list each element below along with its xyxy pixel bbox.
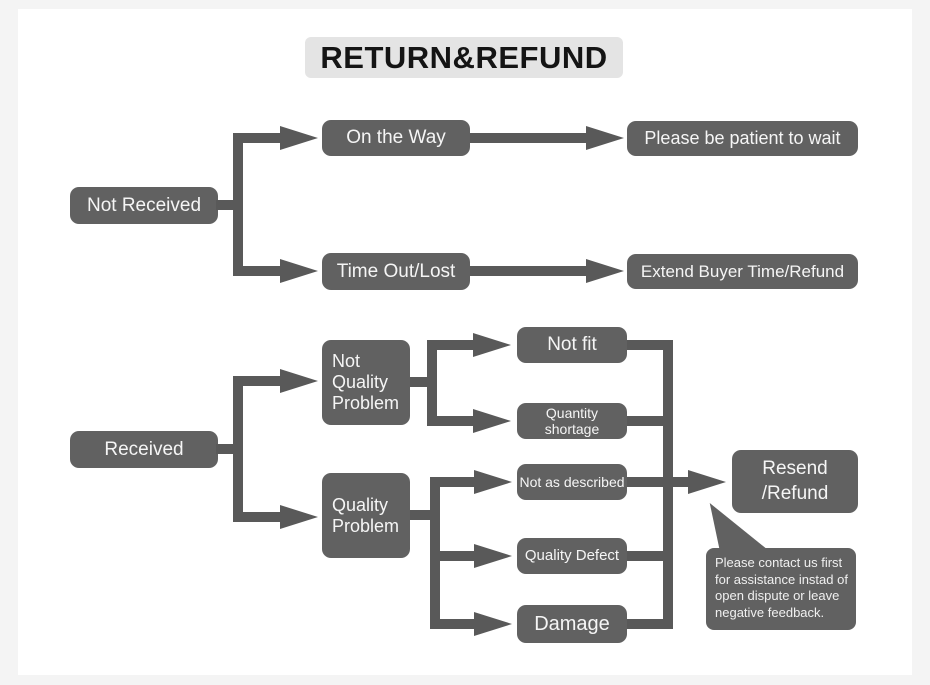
arrowhead-to-not-quality-problem-icon <box>280 369 318 393</box>
edge-not-fit-out <box>627 340 673 350</box>
node-not-received: Not Received <box>70 187 218 224</box>
arrowhead-to-on-the-way-icon <box>280 126 318 150</box>
node-on-the-way: On the Way <box>322 120 470 156</box>
edge-to-be-patient <box>470 133 588 143</box>
arrowhead-to-quantity-shortage-icon <box>473 409 511 433</box>
edge-to-not-fit <box>427 340 475 350</box>
node-quality-problem: Quality Problem <box>322 473 410 558</box>
edge-nqp-stub <box>410 377 434 387</box>
node-resend-refund: Resend /Refund <box>732 450 858 513</box>
arrowhead-to-damage-icon <box>474 612 512 636</box>
edge-received-branch-vertical <box>233 376 243 522</box>
node-quantity-shortage: Quantity shortage <box>517 403 627 439</box>
edge-quantity-shortage-out <box>627 416 673 426</box>
edge-to-extend-refund <box>470 266 588 276</box>
arrowhead-to-quality-defect-icon <box>474 544 512 568</box>
arrowhead-to-be-patient-icon <box>586 126 624 150</box>
edge-to-not-quality-problem <box>233 376 280 386</box>
node-not-fit: Not fit <box>517 327 627 363</box>
edge-to-not-as-described <box>430 477 476 487</box>
arrowhead-to-not-fit-icon <box>473 333 511 357</box>
arrowhead-to-resend-refund-icon <box>688 470 726 494</box>
edge-qp-stub <box>410 510 437 520</box>
arrowhead-to-quality-problem-icon <box>280 505 318 529</box>
edge-to-quality-defect <box>430 551 476 561</box>
edge-nqp-branch-vertical <box>427 340 437 426</box>
edge-not-received-branch-vertical <box>233 133 243 276</box>
callout-note: Please contact us first for assistance i… <box>706 548 856 630</box>
node-quality-defect: Quality Defect <box>517 538 627 574</box>
edge-not-received-stub <box>216 200 238 210</box>
arrowhead-to-time-out-icon <box>280 259 318 283</box>
arrowhead-to-not-as-described-icon <box>474 470 512 494</box>
edge-damage-out <box>627 619 673 629</box>
edge-to-damage <box>430 619 476 629</box>
node-received: Received <box>70 431 218 468</box>
diagram-title: RETURN&REFUND <box>305 37 623 78</box>
edge-to-quality-problem <box>233 512 280 522</box>
edge-quality-defect-out <box>627 551 673 561</box>
node-be-patient: Please be patient to wait <box>627 121 858 156</box>
edge-to-resend-refund <box>663 477 693 487</box>
node-damage: Damage <box>517 605 627 643</box>
node-time-out-lost: Time Out/Lost <box>322 253 470 290</box>
edge-to-quantity-shortage <box>427 416 475 426</box>
edge-not-as-described-out <box>627 477 673 487</box>
arrowhead-to-extend-refund-icon <box>586 259 624 283</box>
edge-received-stub <box>216 444 238 454</box>
node-not-quality-problem: Not Quality Problem <box>322 340 410 425</box>
edge-to-time-out <box>233 266 280 276</box>
node-not-as-described: Not as described <box>517 464 627 500</box>
node-extend-buyer-time-refund: Extend Buyer Time/Refund <box>627 254 858 289</box>
edge-to-on-the-way <box>233 133 280 143</box>
